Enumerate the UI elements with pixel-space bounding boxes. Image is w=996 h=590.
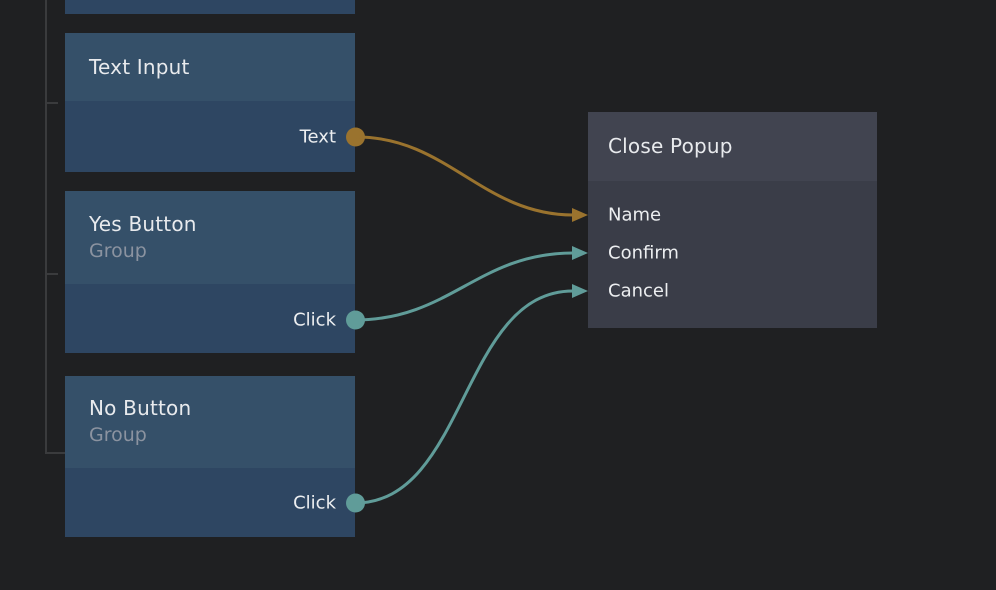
node-header: Yes Button Group [65, 191, 355, 284]
output-label-click: Click [293, 492, 336, 514]
node-title: Close Popup [608, 134, 733, 158]
guide-line [45, 0, 66, 454]
node-partial-top[interactable] [65, 0, 355, 14]
node-partial-body [65, 0, 355, 14]
node-subtitle: Group [89, 424, 147, 446]
input-label-name[interactable]: Name [608, 204, 662, 226]
node-title: Yes Button [89, 211, 197, 236]
edge-click-to-cancel-arrowhead [572, 284, 588, 298]
output-label-text: Text [299, 126, 336, 148]
node-subtitle: Group [89, 239, 147, 262]
edge-text-to-name-arrowhead [572, 208, 588, 222]
output-port-click[interactable] [346, 310, 365, 330]
node-yes-button[interactable]: Yes Button Group Click [65, 191, 365, 353]
node-header: Text Input [65, 33, 355, 101]
edge-text-to-name[interactable] [355, 135, 575, 217]
edge-click-to-confirm[interactable] [353, 251, 575, 322]
node-no-button[interactable]: No Button Group Click [65, 376, 365, 537]
node-title: Text Input [89, 54, 190, 79]
node-title: No Button [89, 396, 192, 420]
output-port-text[interactable] [346, 127, 365, 147]
edge-click-to-cancel[interactable] [353, 289, 575, 505]
edge-click-to-confirm-arrowhead [572, 246, 588, 260]
output-label-click: Click [293, 309, 336, 331]
node-body: Text [65, 101, 365, 172]
node-header: Close Popup [588, 112, 877, 181]
node-body: Click [65, 468, 365, 537]
input-label-cancel[interactable]: Cancel [608, 280, 669, 302]
input-label-confirm[interactable]: Confirm [608, 242, 679, 264]
node-text-input[interactable]: Text Input Text [65, 33, 365, 172]
node-header: No Button Group [65, 376, 355, 468]
node-close-popup[interactable]: Close Popup Name Confirm Cancel [588, 112, 877, 328]
node-body: Name Confirm Cancel [588, 181, 877, 328]
output-port-click[interactable] [346, 493, 365, 513]
node-body: Click [65, 284, 365, 353]
